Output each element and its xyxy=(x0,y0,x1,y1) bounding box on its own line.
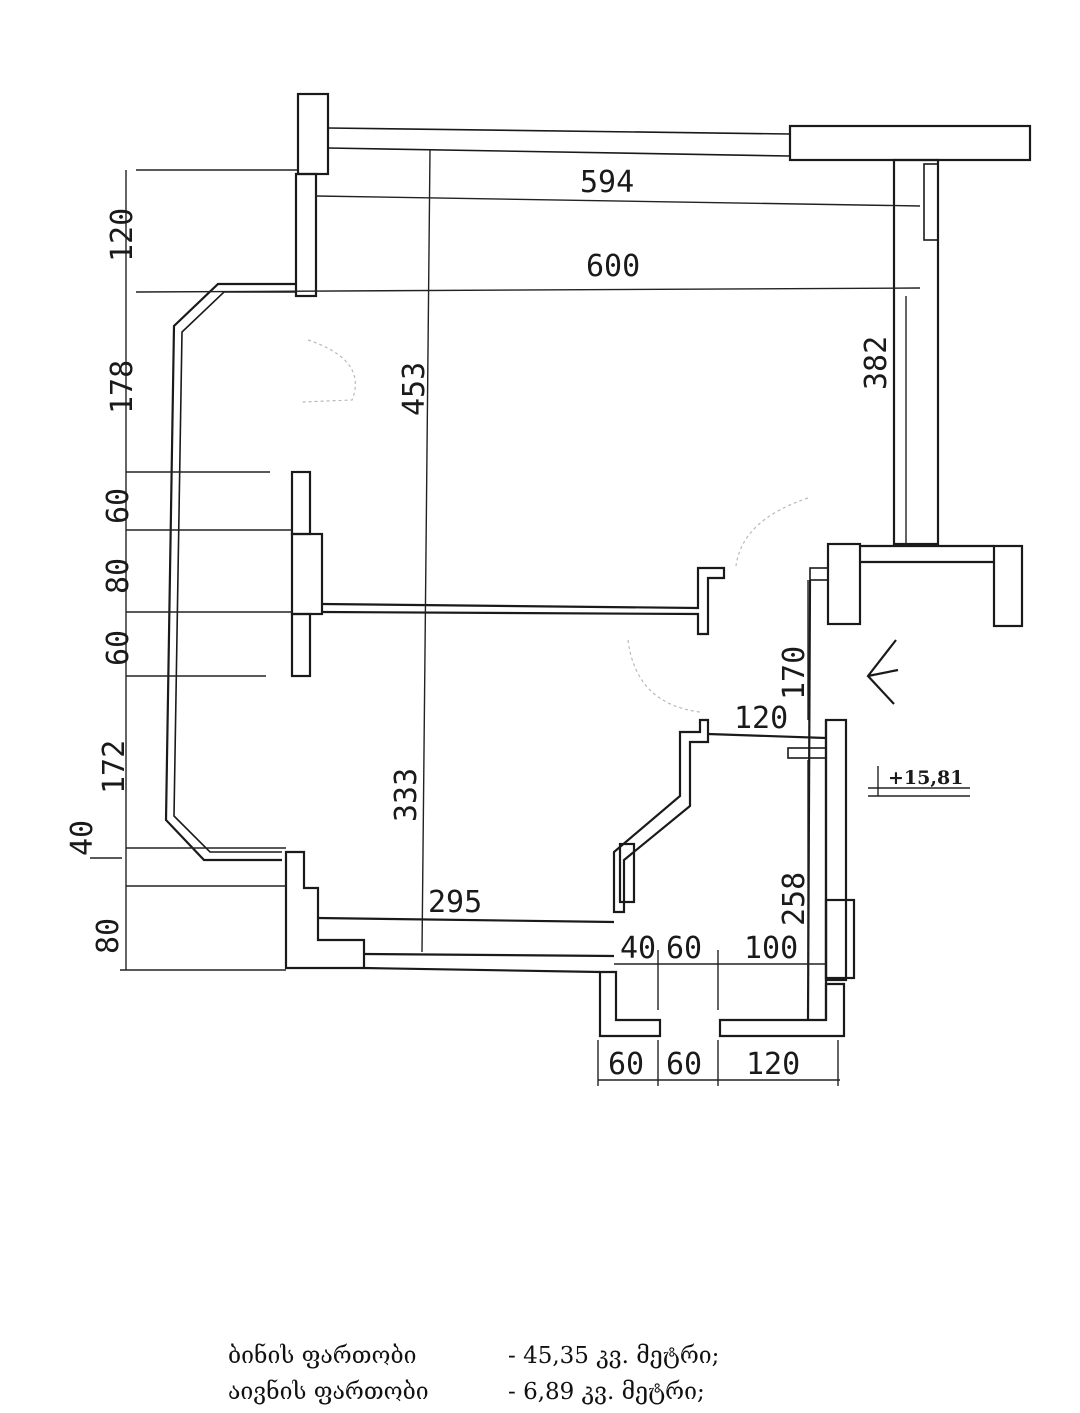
dim-100: 100 xyxy=(744,931,798,966)
dimension-labels: 594 600 120 178 453 382 60 80 60 170 120… xyxy=(65,165,963,1082)
right-pier-slot xyxy=(923,163,939,241)
floor-plan: 594 600 120 178 453 382 60 80 60 170 120… xyxy=(65,92,1032,1086)
balcony-rail-bottom xyxy=(327,147,791,157)
left-column-middle xyxy=(290,532,324,616)
dim-382: 382 xyxy=(859,336,894,390)
bottom-wall-outer xyxy=(363,952,615,958)
dim-295: 295 xyxy=(428,885,482,920)
door-swing-room xyxy=(735,497,809,567)
entrance-arrow xyxy=(866,639,899,705)
dim-453: 453 xyxy=(397,362,432,416)
walls xyxy=(164,92,1032,1038)
area-notes: ბინის ფართობი - 45,35 კვ. მეტრი; აივნის … xyxy=(228,1338,928,1410)
apartment-area-row: ბინის ფართობი - 45,35 კვ. მეტრი; xyxy=(228,1338,928,1374)
dim-333: 333 xyxy=(389,768,424,822)
balcony-area-label: აივნის ფართობი xyxy=(228,1379,429,1405)
top-right-slab xyxy=(788,124,1032,162)
entrance-jamb xyxy=(809,567,829,581)
dim-60-a: 60 xyxy=(101,488,136,524)
bay-window-inner xyxy=(173,291,296,853)
dimension-lines xyxy=(90,149,970,1086)
dim-60-c: 60 xyxy=(666,931,702,966)
dim-600: 600 xyxy=(586,249,640,284)
bath-top-wall xyxy=(707,732,827,740)
top-left-pier xyxy=(294,172,318,298)
bottom-wall-inner xyxy=(317,916,615,924)
bottom-left-corner xyxy=(284,850,366,970)
level-mark: +15,81 xyxy=(888,767,963,789)
dim-40-b: 40 xyxy=(620,931,656,966)
dim-60-f: 60 xyxy=(666,1047,702,1082)
entrance-column xyxy=(826,542,862,626)
balcony-area-row: აივნის ფართობი - 6,89 კვ. მეტრი; xyxy=(228,1374,928,1410)
dim-40: 40 xyxy=(65,820,100,856)
bay-window-outer xyxy=(164,282,296,862)
dim-80: 80 xyxy=(101,558,136,594)
left-column-lower xyxy=(290,612,312,678)
balcony-area-value: - 6,89 კვ. მეტრი; xyxy=(508,1379,705,1405)
partition-wall xyxy=(321,566,726,636)
kitchen-niche xyxy=(618,842,636,904)
door-swing-kitchen xyxy=(627,639,701,713)
dim-120-mid: 120 xyxy=(734,701,788,736)
kitchen-diagonal-wall xyxy=(612,718,710,914)
dim-258: 258 xyxy=(777,872,812,926)
right-arm-column xyxy=(992,544,1024,628)
dim-594: 594 xyxy=(580,165,634,200)
bottom-wall-base xyxy=(363,966,601,974)
bath-door-stub xyxy=(787,747,827,759)
dim-172: 172 xyxy=(97,740,132,794)
dim-120-bottom: 120 xyxy=(746,1047,800,1082)
bottom-balcony-left xyxy=(598,970,662,1038)
dim-60-e: 60 xyxy=(608,1047,644,1082)
dim-170: 170 xyxy=(777,646,812,700)
right-pier xyxy=(892,158,940,546)
dim-60-b: 60 xyxy=(101,630,136,666)
dim-80-bottom: 80 xyxy=(91,918,126,954)
apartment-area-value: - 45,35 კვ. მეტრი; xyxy=(508,1343,720,1369)
top-left-column xyxy=(296,92,330,176)
apartment-area-label: ბინის ფართობი xyxy=(228,1343,417,1369)
bath-column xyxy=(824,898,856,980)
dim-120-left: 120 xyxy=(105,208,140,262)
dim-178: 178 xyxy=(105,360,140,414)
left-column-upper xyxy=(290,470,312,536)
bath-wall xyxy=(824,718,848,982)
door-swing-living xyxy=(301,339,356,403)
doors xyxy=(301,339,809,713)
balcony-rail-top xyxy=(327,127,791,135)
